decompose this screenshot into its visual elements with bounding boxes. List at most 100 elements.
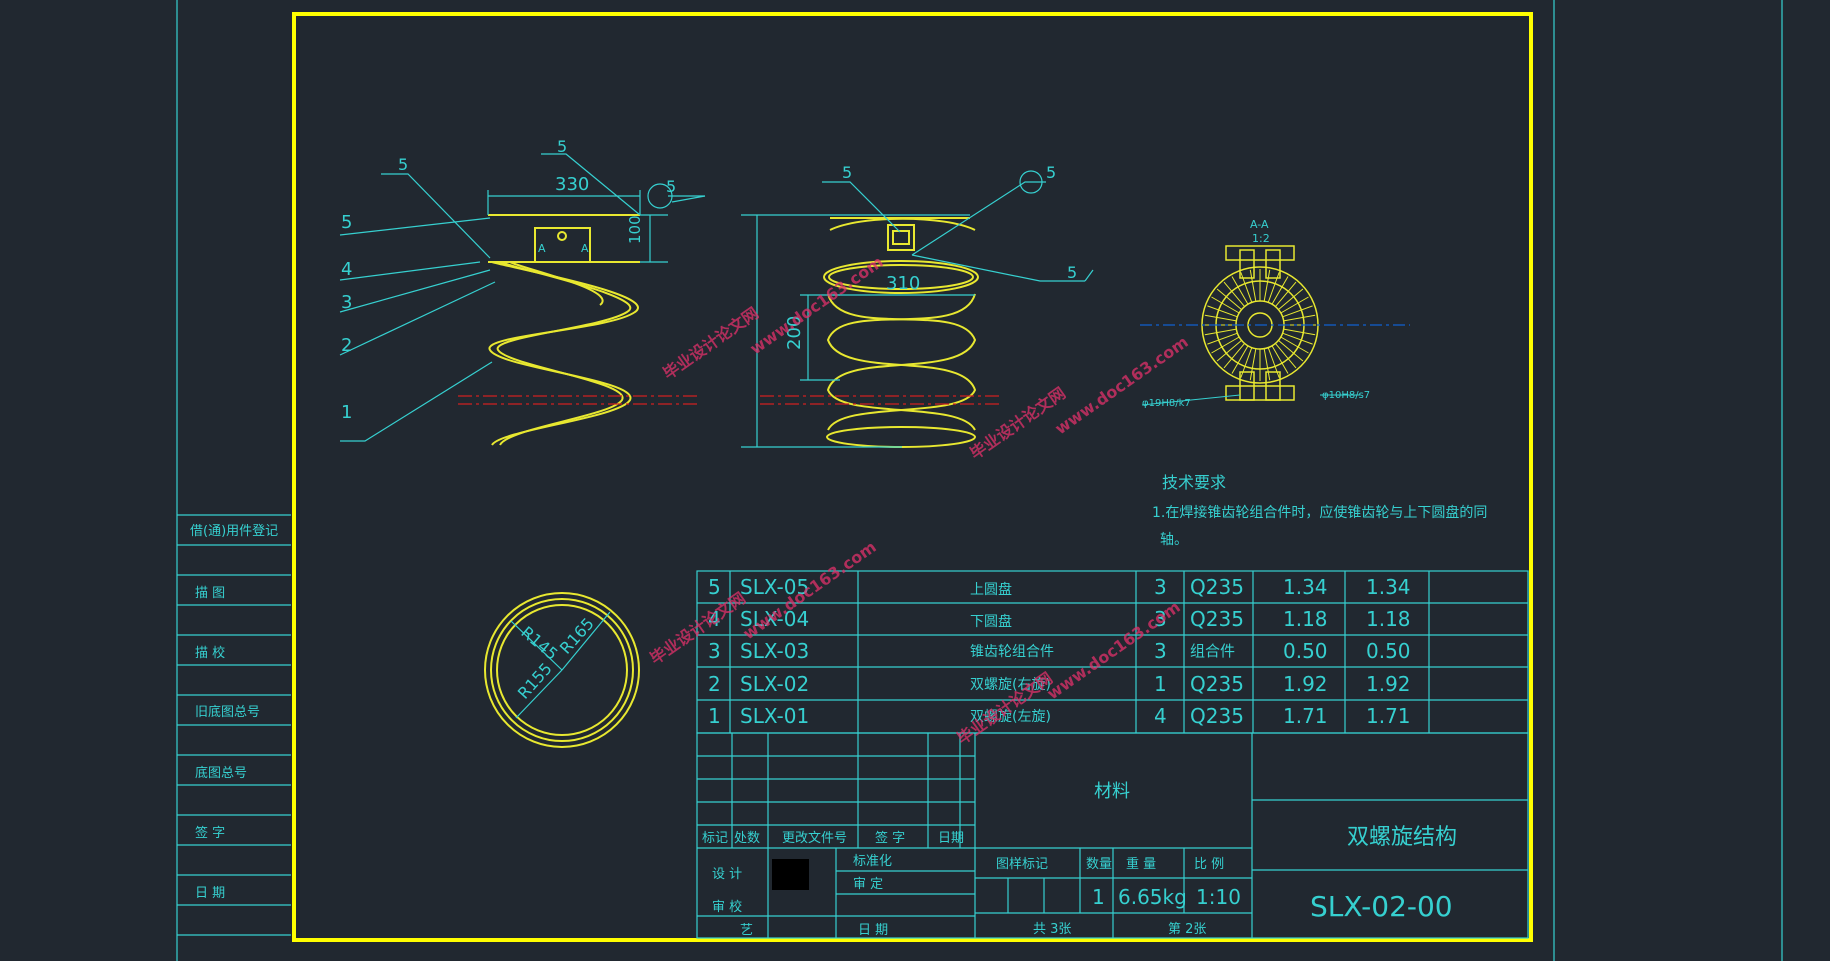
weld-symbol: 5 (1046, 163, 1056, 182)
dim-pitch: 200 (784, 316, 805, 350)
gear-tooth (1204, 314, 1237, 322)
registry-label: 底图总号 (195, 765, 247, 781)
dim-height: 100 (626, 215, 644, 244)
approve-label: 审 定 (853, 877, 883, 892)
part-code: SLX-01 (740, 704, 809, 728)
section-scale: 1:2 (1252, 232, 1270, 245)
radius-label: R145 (517, 623, 561, 664)
dim-width: 330 (555, 174, 589, 195)
part-name: 锥齿轮组合件 (970, 644, 1054, 660)
weld-symbol: 5 (398, 155, 408, 174)
gear-tooth (1271, 345, 1289, 374)
part-total-weight: 1.92 (1366, 672, 1411, 696)
gear-tooth (1211, 336, 1240, 354)
part-material: Q235 (1190, 672, 1244, 696)
check-label: 审 校 (712, 899, 742, 915)
sheet-number: 第 2张 (1168, 922, 1206, 937)
date-label: 日 期 (858, 923, 888, 938)
gear-tooth (1275, 281, 1297, 307)
gear-tooth (1280, 336, 1309, 354)
rev-header: 处数 (734, 831, 760, 846)
drawing-border (292, 12, 1533, 942)
mark-header: 图样标记 (996, 857, 1048, 872)
part-unit-weight: 1.71 (1283, 704, 1328, 728)
gear-tooth (1263, 269, 1271, 302)
part-code: SLX-05 (740, 575, 809, 599)
gear-tooth (1216, 288, 1242, 310)
parts-list (696, 570, 1529, 734)
gear-tooth (1282, 305, 1313, 318)
section-marker: A (538, 242, 546, 255)
leader-label: 4 (341, 259, 352, 280)
rev-header: 日期 (938, 831, 964, 846)
gear-tooth (1282, 332, 1313, 345)
part-material: Q235 (1190, 704, 1244, 728)
part-no: 1 (708, 704, 721, 728)
weight-value: 6.65kg (1118, 885, 1187, 909)
scale-header: 比 例 (1194, 857, 1224, 872)
section-title: A-A (1250, 218, 1269, 231)
registry-label: 借(通)用件登记 (190, 524, 278, 539)
gear-tooth (1283, 314, 1316, 322)
section-view-aa: A-A 1:2 φ19H8/k7 φ10H8/s7 (1140, 218, 1410, 409)
drawing-name: 双螺旋结构 (1347, 825, 1457, 850)
qty-header: 数量 (1086, 857, 1112, 872)
gear-tooth (1211, 296, 1240, 314)
design-label: 设 计 (712, 867, 742, 882)
part-name: 双螺旋(左旋) (970, 709, 1051, 725)
gear-tooth (1278, 340, 1304, 362)
ring-view: R145 R165 R155 (484, 592, 640, 748)
weld-symbol: 5 (842, 163, 852, 182)
part-no: 3 (708, 639, 721, 663)
tech-req-title: 技术要求 (1162, 473, 1226, 492)
standardize-label: 标准化 (853, 854, 892, 869)
part-qty: 3 (1154, 607, 1167, 631)
registry-label: 日 期 (195, 886, 225, 901)
weight-header: 重 量 (1126, 856, 1156, 872)
weld-symbol: 5 (1067, 263, 1077, 282)
gear-tooth (1204, 328, 1237, 336)
scale-value: 1:10 (1196, 885, 1241, 909)
gear-tooth (1231, 276, 1249, 305)
part-total-weight: 0.50 (1366, 639, 1411, 663)
gear-tooth (1231, 345, 1249, 374)
leader-label: 2 (341, 335, 352, 356)
registry-label: 描 图 (195, 586, 225, 601)
gear-tooth (1223, 343, 1245, 369)
rev-header: 标记 (702, 831, 728, 846)
gear-tooth (1275, 343, 1297, 369)
gear-tooth (1283, 328, 1316, 336)
section-marker: A (581, 242, 589, 255)
part-code: SLX-04 (740, 607, 809, 631)
part-no: 2 (708, 672, 721, 696)
watermark: www.doc163.com (1051, 332, 1191, 438)
sheets-total: 共 3张 (1033, 922, 1071, 937)
weld-symbol: 5 (666, 177, 676, 196)
gear-tooth (1280, 296, 1309, 314)
signature-block (772, 859, 809, 890)
registry-label: 签 字 (195, 825, 225, 841)
part-qty: 3 (1154, 639, 1167, 663)
tech-req-line: 轴。 (1160, 532, 1188, 548)
part-no: 5 (708, 575, 721, 599)
part-material: Q235 (1190, 607, 1244, 631)
drawing-number: SLX-02-00 (1310, 890, 1453, 923)
part-material: 组合件 (1190, 642, 1235, 660)
gear-tooth (1207, 332, 1238, 345)
process-label: 艺 (740, 923, 753, 938)
watermarks: 毕业设计论文网 www.doc163.com 毕业设计论文网 www.doc16… (646, 252, 1191, 748)
part-unit-weight: 1.18 (1283, 607, 1328, 631)
part-material: Q235 (1190, 575, 1244, 599)
gear-tooth (1249, 348, 1257, 381)
gear-tooth (1267, 272, 1280, 303)
watermark: www.doc163.com (746, 252, 886, 358)
radius-label: R155 (514, 659, 556, 703)
part-unit-weight: 0.50 (1283, 639, 1328, 663)
rev-header: 签 字 (875, 830, 905, 846)
leader-label: 1 (341, 402, 352, 423)
part-qty: 3 (1154, 575, 1167, 599)
dim-width: 310 (886, 273, 920, 294)
title-block (696, 732, 1529, 939)
gear-tooth (1263, 348, 1271, 381)
